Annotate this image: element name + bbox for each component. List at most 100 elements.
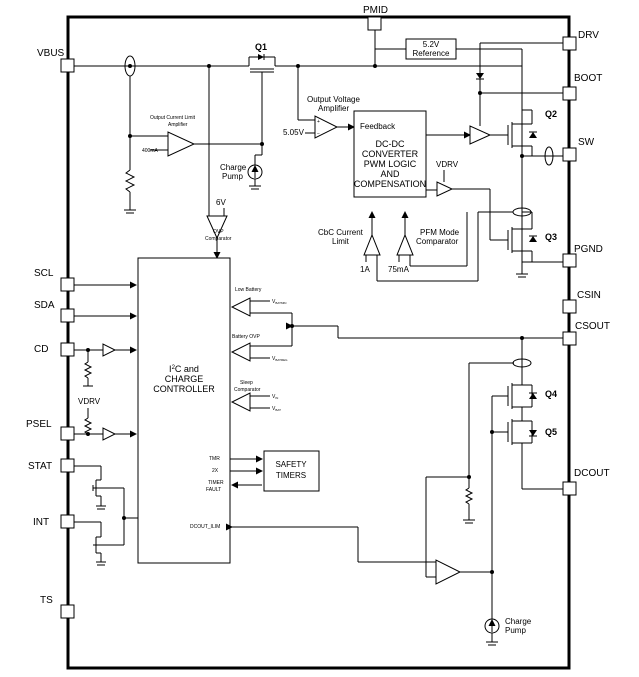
ma75-label: 75mA	[388, 265, 410, 274]
charge-controller-block: I2C and CHARGE CONTROLLER	[137, 257, 231, 564]
controller-line2: CHARGE	[165, 374, 204, 384]
reference-block: 5.2V Reference	[375, 38, 563, 270]
pin-dcout: DCOUT	[562, 468, 610, 496]
feedback-label: Feedback	[360, 122, 396, 131]
converter-line2: CONVERTER	[362, 149, 419, 159]
x2-label: 2X	[212, 468, 219, 474]
pin-label-pmid: PMID	[363, 5, 388, 16]
ovp-label-2: Comparator	[205, 236, 232, 242]
controller-line3: CONTROLLER	[153, 384, 215, 394]
transistor-q3: Q3	[490, 207, 563, 278]
sleep-comparator: Sleep Comparator VIN VBAT	[230, 380, 281, 412]
transistor-q2: Q2	[507, 109, 563, 166]
pin-pmid: PMID	[363, 5, 388, 31]
pin-cd: CD	[34, 342, 75, 357]
ma400-label: 400mA	[142, 148, 159, 154]
transistor-q5: Q5	[490, 395, 563, 620]
charge-pump-top: Charge Pump	[220, 154, 263, 190]
sleep-label-2: Comparator	[234, 387, 261, 393]
low-battery-label: Low Battery	[235, 287, 262, 293]
q3-label: Q3	[545, 232, 557, 242]
vbat-label: VBAT	[272, 406, 281, 412]
output-voltage-amplifier: Output Voltage Amplifier + − 5.05V	[283, 66, 360, 139]
pin-label-psel: PSEL	[26, 419, 52, 430]
pin-label-boot: BOOT	[574, 73, 602, 84]
low-battery-comparator: Low Battery VBATMIN	[230, 287, 292, 317]
q5-label: Q5	[545, 427, 557, 437]
ovp-label-1: OVP	[213, 229, 224, 235]
dcout-ilim-label: DCOUT_ILIM	[190, 524, 220, 530]
dcout-ilim-path: DCOUT_ILIM	[190, 358, 532, 585]
q1-label: Q1	[255, 42, 267, 52]
v6-label: 6V	[216, 198, 226, 207]
pin-label-dcout: DCOUT	[574, 468, 610, 479]
ocl-label-1: Output Current Limit	[150, 115, 196, 121]
timer-fault-label-2: FAULT	[206, 487, 221, 493]
ova-label-2: Amplifier	[318, 104, 349, 113]
pin-label-sw: SW	[578, 137, 595, 148]
pfm-comparator: PFM Mode Comparator 75mA	[388, 211, 460, 274]
vdrv-label-1: VDRV	[436, 160, 459, 169]
charge-pump-bottom: Charge Pump	[484, 617, 532, 646]
high-side-driver	[469, 93, 508, 145]
vdrv-label-2: VDRV	[78, 397, 101, 406]
pin-label-drv: DRV	[578, 30, 599, 41]
converter-line5: COMPENSATION	[354, 179, 426, 189]
transistor-q1: Q1	[248, 42, 276, 155]
pin-label-ts: TS	[40, 595, 53, 606]
converter-line1: DC-DC	[376, 139, 405, 149]
cbc-label-1: CbC Current	[318, 228, 364, 237]
battery-ovp-comparator: Battery OVP VBATREG	[230, 313, 563, 362]
pin-sw: SW	[562, 137, 595, 162]
pin-csin: CSIN	[562, 290, 601, 314]
pin-label-vbus: VBUS	[37, 48, 65, 59]
q2-label: Q2	[545, 109, 557, 119]
svg-text:+: +	[317, 119, 320, 125]
pin-label-sda: SDA	[34, 300, 55, 311]
vbatreg-label: VBATREG	[272, 356, 288, 362]
battery-ovp-label: Battery OVP	[232, 334, 260, 340]
charge-pump2-label-1: Charge	[505, 617, 532, 626]
output-current-limit-amplifier: Output Current Limit Amplifier 400mA	[142, 115, 264, 157]
reference-line2: Reference	[413, 49, 450, 58]
v505-label: 5.05V	[283, 128, 305, 137]
pin-pgnd: PGND	[562, 244, 603, 268]
converter-line4: AND	[380, 169, 400, 179]
a1-label: 1A	[360, 265, 370, 274]
pin-label-pgnd: PGND	[574, 244, 603, 255]
safety-line1: SAFETY	[275, 460, 307, 469]
charge-pump-label-2: Pump	[222, 172, 243, 181]
pin-label-csout: CSOUT	[575, 321, 610, 332]
pin-sda: SDA	[34, 300, 75, 323]
svg-text:−: −	[317, 131, 320, 137]
converter-line3: PWM LOGIC	[364, 159, 417, 169]
pfm-label-2: Comparator	[416, 237, 459, 246]
left-pin-wiring: VDRV	[74, 281, 138, 566]
pin-vbus: VBUS	[37, 48, 75, 73]
ova-label-1: Output Voltage	[307, 95, 360, 104]
safety-timers-block: SAFETY TIMERS TMR 2X TIMER FAULT	[206, 450, 320, 493]
vdrv-sw-comparator: VDRV	[436, 160, 491, 240]
charge-pump2-label-2: Pump	[505, 626, 526, 635]
sleep-label-1: Sleep	[240, 380, 253, 386]
pin-label-int: INT	[33, 517, 49, 528]
cbc-label-2: Limit	[332, 237, 350, 246]
vbatmin-label: VBATMIN	[272, 299, 286, 305]
tmr-label: TMR	[209, 456, 220, 462]
transistor-q4: Q4	[507, 336, 557, 409]
pin-int: INT	[33, 514, 75, 529]
dcdc-converter-block: Feedback DC-DC CONVERTER PWM LOGIC AND C…	[353, 110, 471, 198]
input-wiring	[74, 30, 522, 214]
vin-label: VIN	[272, 394, 278, 400]
ovp-comparator: 6V OVP Comparator	[205, 66, 232, 259]
timer-fault-label-1: TIMER	[208, 480, 224, 486]
safety-line2: TIMERS	[276, 471, 306, 480]
pin-label-stat: STAT	[28, 461, 52, 472]
reference-line1: 5.2V	[423, 40, 440, 49]
charge-pump-label-1: Charge	[220, 163, 247, 172]
pin-stat: STAT	[28, 458, 75, 473]
pin-ts: TS	[40, 595, 75, 619]
current-sense-wiring	[376, 211, 513, 282]
q4-label: Q4	[545, 389, 557, 399]
